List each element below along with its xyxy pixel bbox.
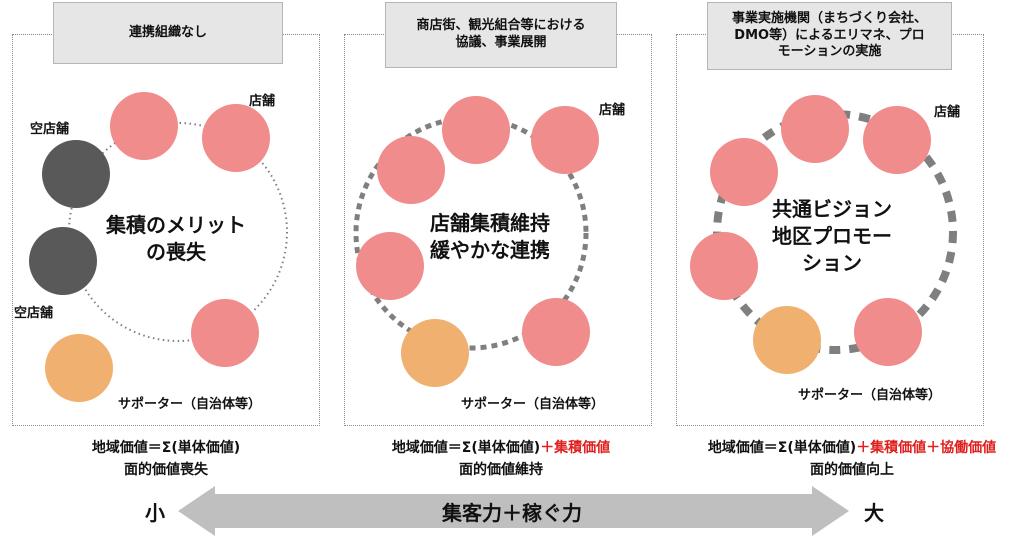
- formula-base: 地域価値＝Σ(単体価値): [391, 440, 541, 456]
- center-text: 店舗集積維持 緩やかな連携: [430, 211, 550, 262]
- scale-small-label: 小: [145, 501, 165, 525]
- store-circle: [863, 106, 931, 174]
- store-circle: [191, 299, 259, 367]
- scale-large-label: 大: [864, 501, 884, 525]
- store-circle: [377, 136, 445, 204]
- connection-ring: [68, 122, 288, 342]
- formula-line: 地域価値＝Σ(単体価値)＋集積価値＋協働価値: [682, 438, 1022, 460]
- formula-added-value: ＋集積価値: [540, 440, 611, 456]
- store-circle: [202, 104, 270, 172]
- panel-3-diagram: [690, 95, 957, 374]
- store-circle: [356, 232, 424, 300]
- formula-line: 面的価値維持: [459, 461, 543, 478]
- formula-panel-3: 地域価値＝Σ(単体価値)＋集積価値＋協働価値 面的価値向上: [682, 438, 1022, 481]
- store-circle: [710, 138, 778, 206]
- store-circle: [690, 232, 758, 300]
- panel-2-header: 商店街、観光組合等における 協議、事業展開: [385, 2, 617, 68]
- formula-added-value: ＋集積価値＋協働価値: [856, 440, 997, 456]
- formula-line: 地域価値＝Σ(単体価値)＋集積価値: [331, 438, 671, 460]
- formula-panel-1: 地域価値＝Σ(単体価値) 面的価値喪失: [0, 438, 336, 481]
- store-circle: [522, 298, 590, 366]
- scale-label: 集客力＋稼ぐ力: [442, 501, 582, 525]
- vacant-store-circle: [29, 227, 97, 295]
- panel-3-header: 事業実施機関（まちづくり会社、 DMO等）によるエリマネ、プロ モーションの実施: [707, 2, 952, 70]
- supporter-circle: [45, 334, 113, 402]
- supporter-circle: [753, 306, 821, 374]
- double-arrow-shape: [178, 486, 849, 536]
- formula-base: 地域価値＝Σ(単体価値): [707, 440, 857, 456]
- vacant-store-label: 空店舗: [14, 306, 54, 321]
- panel-1-header: 連携組織なし: [53, 2, 283, 64]
- store-circle: [442, 96, 510, 164]
- store-label: 店舗: [934, 105, 961, 120]
- store-circle: [531, 106, 599, 174]
- supporter-label: サポーター（自治体等）: [461, 397, 605, 412]
- center-text: 集積のメリット の喪失: [106, 213, 246, 264]
- vacant-store-circle: [42, 140, 110, 208]
- panel-2-diagram: [353, 96, 599, 387]
- store-label: 店舗: [599, 103, 626, 118]
- store-label: 店舗: [249, 94, 276, 109]
- store-circle: [781, 95, 849, 163]
- connection-ring: [713, 110, 957, 354]
- supporter-label: サポーター（自治体等）: [118, 397, 262, 412]
- vacant-store-label: 空店舗: [30, 122, 70, 137]
- formula-line: 地域価値＝Σ(単体価値): [91, 440, 241, 456]
- formula-line: 面的価値喪失: [124, 461, 208, 478]
- center-text: 共通ビジョン 地区プロモー ション: [772, 197, 892, 275]
- panel-1-diagram: [29, 92, 288, 402]
- formula-line: 面的価値向上: [810, 461, 894, 478]
- store-circle: [854, 298, 922, 366]
- supporter-label: サポーター（自治体等）: [798, 388, 942, 403]
- store-circle: [110, 92, 178, 160]
- formula-panel-2: 地域価値＝Σ(単体価値)＋集積価値 面的価値維持: [331, 438, 671, 481]
- supporter-circle: [401, 319, 469, 387]
